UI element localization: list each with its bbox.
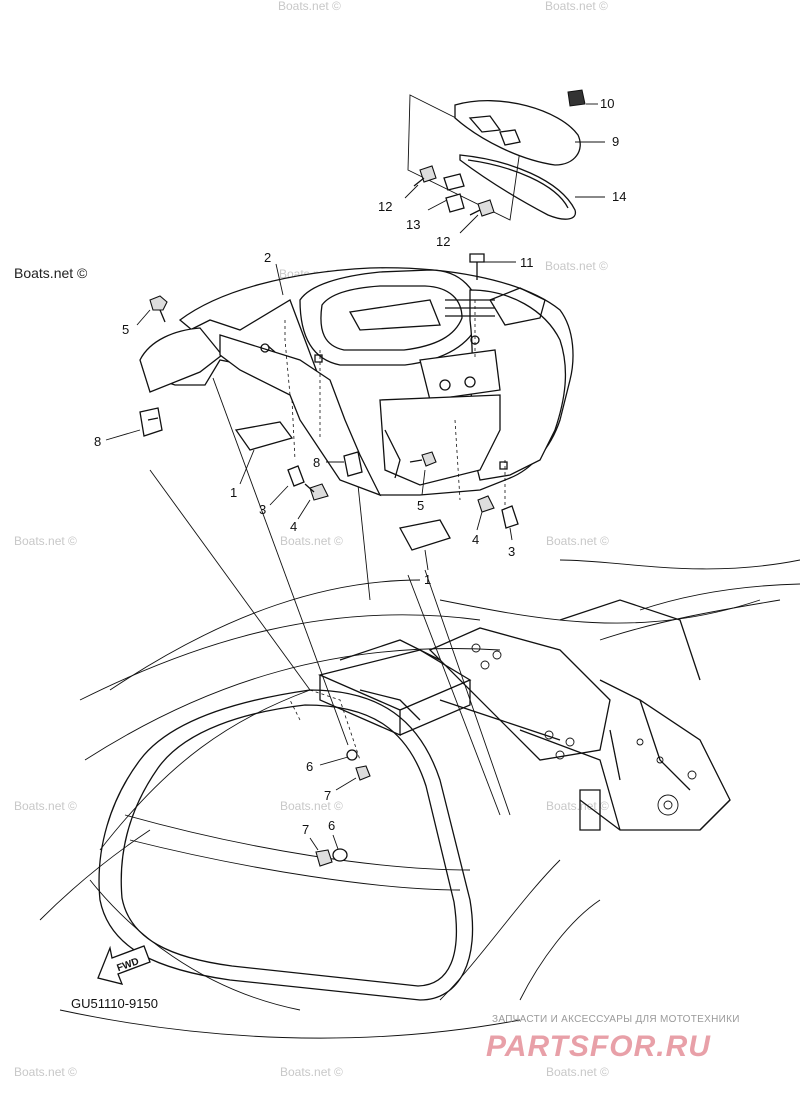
callout-5: 5 [417,498,424,513]
callout-7: 7 [324,788,331,803]
brand-tagline: ЗАПЧАСТИ И АКСЕССУАРЫ ДЛЯ МОТОТЕХНИКИ [492,1014,740,1025]
watermark: Boats.net © [14,534,77,548]
callout-8: 8 [313,455,320,470]
brand-name: PARTSFOR.RU [486,1030,711,1063]
hull-deck-illustration [39,559,800,1039]
callout-7: 7 [302,822,309,837]
callout-8: 8 [94,434,101,449]
rear-cowling [139,267,574,510]
forward-arrow: FWD [97,945,151,985]
callout-numbers: 10 9 14 12 13 12 11 2 5 8 1 3 4 8 5 1 4 … [94,96,626,837]
callout-10: 10 [600,96,614,111]
callout-1: 1 [424,572,431,587]
callout-12: 12 [378,199,392,214]
callout-9: 9 [612,134,619,149]
nut-part [315,849,333,867]
leader-lines [149,377,511,816]
nut-part [355,765,371,781]
watermark: Boats.net © [14,265,88,281]
brand-stamp: ЗАПЧАСТИ И АКСЕССУАРЫ ДЛЯ МОТОТЕХНИКИ PA… [486,1014,740,1063]
watermark: Boats.net © [545,259,608,273]
callout-12: 12 [436,234,450,249]
washer-part [346,749,358,761]
grommet-part [287,465,305,487]
screw-part [477,199,495,217]
callout-14: 14 [612,189,626,204]
callout-4: 4 [290,519,297,534]
callout-6: 6 [328,818,335,833]
small-parts [139,253,519,867]
watermark: Boats.net © [14,799,77,813]
callout-11: 11 [520,255,534,270]
lid-part [454,100,581,166]
callout-leaders [105,103,605,851]
watermark: Boats.net © [278,0,341,13]
bolt-part [421,451,437,467]
bolt-part [149,295,168,311]
watermark: Boats.net © [280,1065,343,1079]
callout-1: 1 [230,485,237,500]
lid-assembly [407,89,586,221]
clip-part [139,407,163,437]
callout-3: 3 [508,544,515,559]
watermark: Boats.net © [280,534,343,548]
watermark: Boats.net © [280,799,343,813]
watermark: Boats.net © [545,0,608,13]
pad-part [234,421,294,451]
callout-6: 6 [306,759,313,774]
watermark: Boats.net © [546,534,609,548]
screw-part [477,495,495,513]
watermark-layer: Boats.net © Boats.net © Boats.net © Boat… [14,0,609,1079]
callout-4: 4 [472,532,479,547]
pad-part [399,519,451,551]
diagram-code: GU51110-9150 [71,996,158,1011]
grommet-part [501,505,519,529]
washer-part [332,848,348,862]
seal-part [459,154,577,220]
pin-part [469,253,485,263]
watermark: Boats.net © [546,1065,609,1079]
cap-part [567,89,586,107]
screw-part [309,483,329,501]
watermark: Boats.net © [14,1065,77,1079]
callout-13: 13 [406,217,420,232]
clip-part [343,451,363,477]
hinge-part [445,193,465,213]
callout-2: 2 [264,250,271,265]
callout-5: 5 [122,322,129,337]
hinge-part [443,173,465,191]
callout-3: 3 [259,502,266,517]
